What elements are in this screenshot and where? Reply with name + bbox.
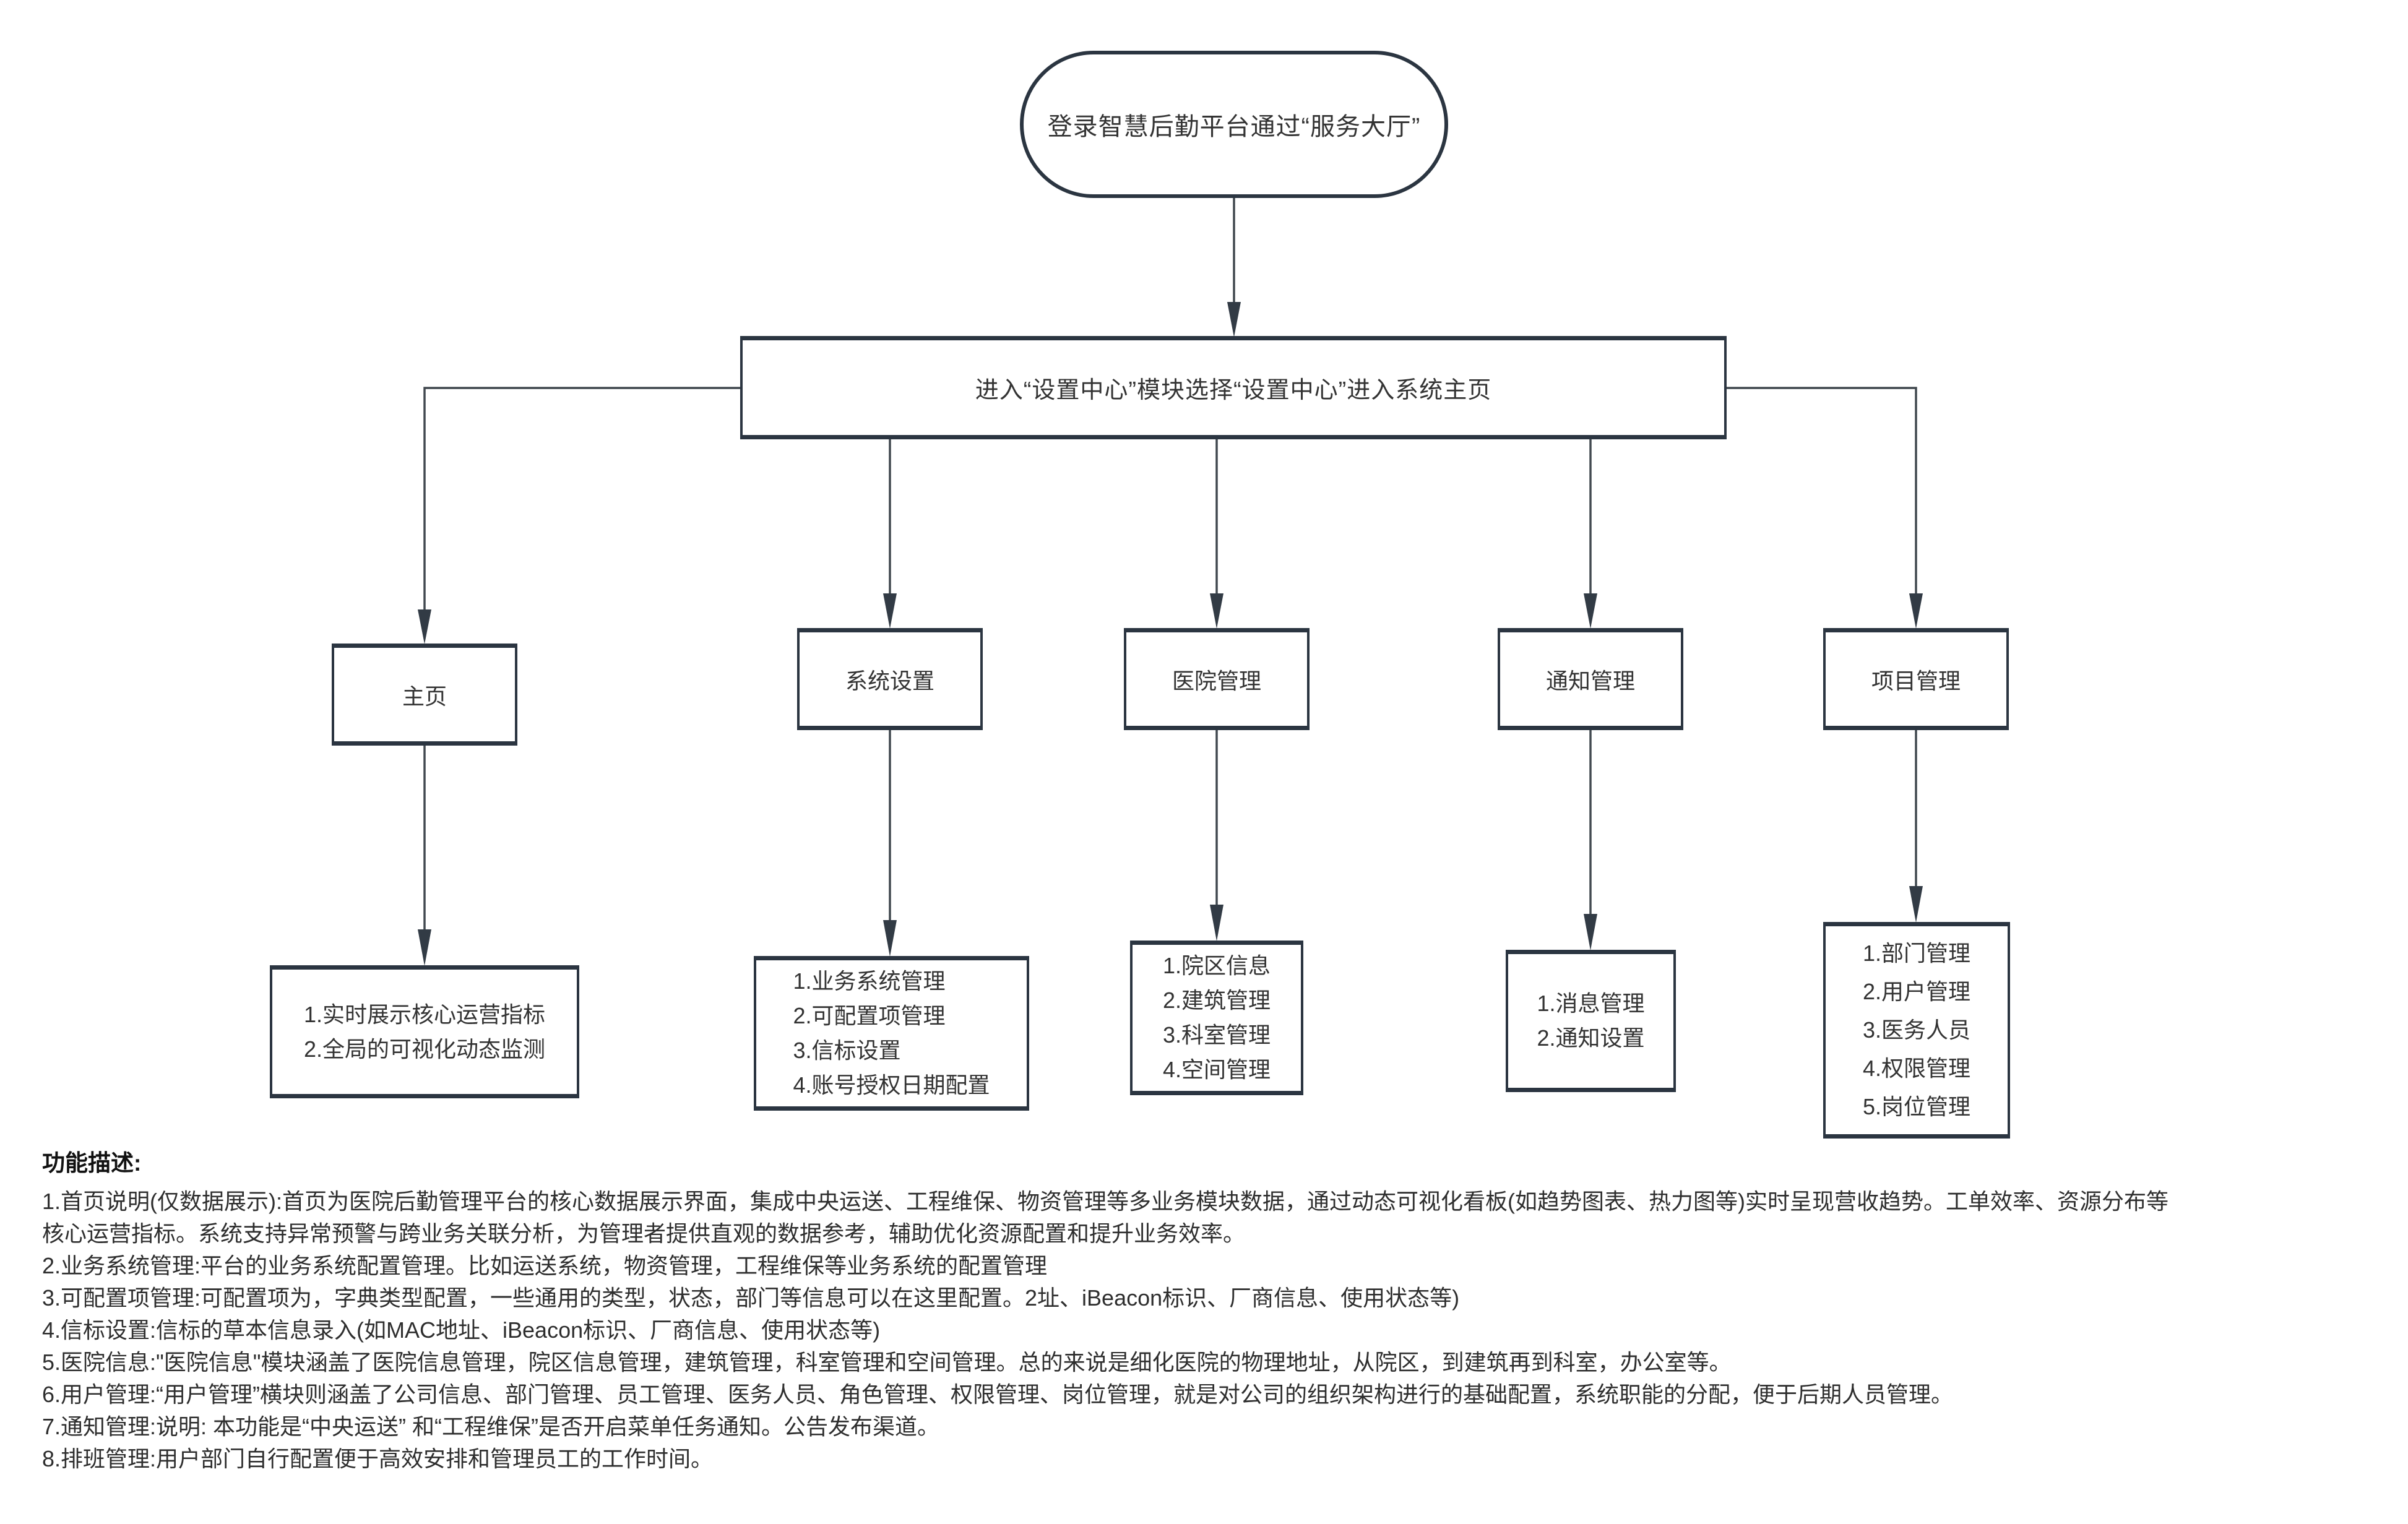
arrowhead-system-detail [883, 920, 897, 957]
leaf-line: 5.岗位管理 [1862, 1094, 1971, 1119]
arrowhead-project-detail [1909, 886, 1923, 923]
flow-node-main: 进入“设置中心”模块选择“设置中心”进入系统主页 [740, 336, 1727, 439]
flow-node-main-label: 进入“设置中心”模块选择“设置中心”进入系统主页 [975, 377, 1492, 403]
description-line-9: 8.排班管理:用户部门自行配置便于高效安排和管理员工的工作时间。 [42, 1446, 714, 1471]
leaf-line: 4.权限管理 [1862, 1056, 1971, 1081]
leaf-line: 1.部门管理 [1862, 941, 1971, 966]
description-line-2: 核心运营指标。系统支持异常预警与跨业务关联分析，为管理者提供直观的数据参考，辅助… [42, 1221, 1246, 1246]
arrowhead-hospital [1210, 593, 1223, 629]
arrowhead-home [418, 609, 431, 644]
flow-node-notice-management-label: 通知管理 [1545, 668, 1635, 694]
leaf-line: 1.实时展示核心运营指标 [303, 1001, 546, 1027]
leaf-line: 3.信标设置 [793, 1038, 901, 1063]
flow-leaf-home-details: 1.实时展示核心运营指标 2.全局的可视化动态监测 [270, 965, 579, 1098]
arrowhead-notice-detail [1584, 914, 1597, 950]
leaf-line: 3.医务人员 [1862, 1017, 1971, 1043]
flow-node-project-management-label: 项目管理 [1871, 668, 1961, 694]
leaf-line: 1.消息管理 [1537, 991, 1645, 1016]
arrowhead-system [883, 593, 897, 629]
arrowhead-hospital-detail [1210, 905, 1223, 941]
feature-description: 功能描述: 1.首页说明(仅数据展示):首页为医院后勤管理平台的核心数据展示界面… [42, 1148, 2394, 1475]
flow-node-project-management: 项目管理 [1823, 628, 2009, 730]
flow-node-start-label: 登录智慧后勤平台通过“服务大厅” [1047, 113, 1421, 140]
leaf-line: 2.用户管理 [1862, 979, 1971, 1004]
arrowhead-notice [1584, 593, 1597, 629]
arrowhead-home-detail [418, 929, 431, 966]
arrowhead-main [1227, 302, 1241, 337]
leaf-line: 2.通知设置 [1537, 1025, 1645, 1051]
edge-main-to-project [1727, 387, 1917, 595]
flow-node-home: 主页 [332, 644, 517, 746]
flow-node-start: 登录智慧后勤平台通过“服务大厅” [1020, 51, 1448, 198]
description-line-3: 2.业务系统管理:平台的业务系统配置管理。比如运送系统，物资管理，工程维保等业务… [42, 1253, 1048, 1278]
flow-leaf-hospital-details: 1.院区信息 2.建筑管理 3.科室管理 4.空间管理 [1130, 941, 1303, 1095]
flow-node-system-settings-label: 系统设置 [845, 668, 934, 694]
leaf-line: 1.业务系统管理 [793, 968, 946, 994]
description-line-5: 4.信标设置:信标的草本信息录入(如MAC地址、iBeacon标识、厂商信息、使… [42, 1317, 881, 1343]
flow-node-home-label: 主页 [402, 683, 447, 709]
leaf-line: 4.空间管理 [1162, 1057, 1271, 1082]
leaf-line: 4.账号授权日期配置 [793, 1072, 990, 1098]
flow-node-hospital-management-label: 医院管理 [1172, 668, 1261, 694]
description-line-1: 1.首页说明(仅数据展示):首页为医院后勤管理平台的核心数据展示界面，集成中央运… [42, 1189, 2168, 1214]
leaf-line: 3.科室管理 [1162, 1022, 1271, 1048]
description-line-7: 6.用户管理:“用户管理”横块则涵盖了公司信息、部门管理、员工管理、医务人员、角… [42, 1382, 1954, 1407]
feature-description-heading: 功能描述: [42, 1150, 142, 1176]
flow-node-system-settings: 系统设置 [797, 628, 983, 730]
leaf-line: 2.全局的可视化动态监测 [303, 1036, 546, 1062]
arrowhead-project [1909, 593, 1923, 629]
flow-node-hospital-management: 医院管理 [1124, 628, 1310, 730]
leaf-line: 1.院区信息 [1162, 953, 1271, 978]
edge-main-to-home [423, 387, 740, 611]
description-line-8: 7.通知管理:说明: 本功能是“中央运送” 和“工程维保”是否开启菜单任务通知。… [42, 1414, 939, 1439]
flow-leaf-notice-details: 1.消息管理 2.通知设置 [1506, 950, 1676, 1092]
leaf-line: 2.建筑管理 [1162, 988, 1271, 1013]
description-line-6: 5.医院信息:"医院信息"模块涵盖了医院信息管理，院区信息管理，建筑管理，科室管… [42, 1350, 1732, 1375]
description-line-4: 3.可配置项管理:可配置项为，字典类型配置，一些通用的类型，状态，部门等信息可以… [42, 1285, 1460, 1311]
flow-leaf-system-details: 1.业务系统管理 2.可配置项管理 3.信标设置 4.账号授权日期配置 [754, 956, 1029, 1111]
flow-leaf-project-details: 1.部门管理 2.用户管理 3.医务人员 4.权限管理 5.岗位管理 [1823, 922, 2010, 1139]
leaf-line: 2.可配置项管理 [793, 1003, 946, 1028]
flow-node-notice-management: 通知管理 [1498, 628, 1683, 730]
